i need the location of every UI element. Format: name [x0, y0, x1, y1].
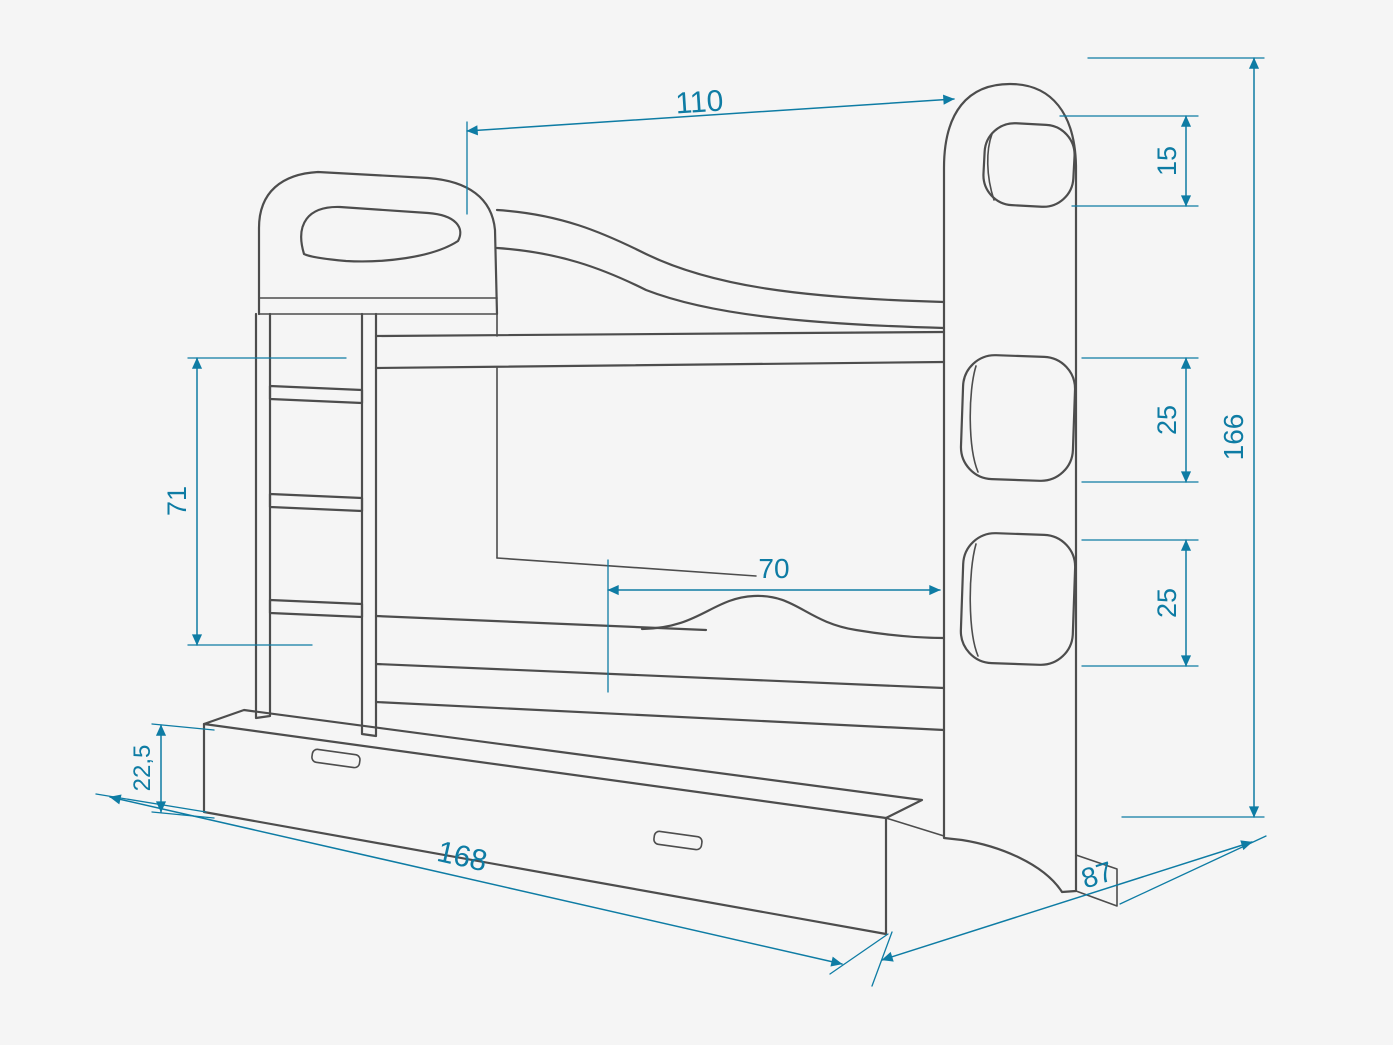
dimension-middle-cutout-height: 25 — [1081, 357, 1199, 483]
dimension-label: 25 — [1152, 588, 1182, 618]
dimension-label: 15 — [1152, 146, 1182, 176]
drawer-handle-right — [653, 830, 703, 851]
dimension-label: 168 — [434, 835, 490, 878]
extension-line — [1081, 539, 1199, 667]
dimension-line — [109, 794, 843, 967]
dimension-line — [466, 94, 955, 136]
drawer-front — [202, 722, 888, 936]
right-panel-bottom-cutout — [959, 532, 1077, 666]
dimension-bed-opening-width: 70 — [607, 553, 941, 693]
lower-bunk-footboard-curve — [640, 594, 946, 640]
dimension-line — [881, 840, 1253, 962]
dimension-top-cutout-height: 15 — [1059, 115, 1199, 207]
dimension-total-depth: 87 — [871, 835, 1267, 987]
dimension-total-height: 166 — [1087, 57, 1265, 818]
dimension-bottom-cutout-height: 25 — [1081, 539, 1199, 667]
ladder-left-rail — [254, 312, 272, 720]
right-panel-top-cutout — [982, 122, 1076, 208]
dimension-label: 110 — [674, 85, 724, 121]
ladder-right-rail — [360, 312, 378, 738]
drawer-top — [202, 708, 924, 820]
drawer-handle-left — [311, 748, 361, 769]
dimension-top-width: 110 — [466, 85, 955, 215]
ladder-rung-bottom — [268, 598, 364, 619]
right-panel-middle-cutout-inner-edge — [969, 365, 979, 473]
dimension-label: 70 — [758, 553, 789, 584]
dimension-label: 25 — [1152, 405, 1182, 435]
headboard-band — [258, 297, 498, 315]
dimension-ladder-height: 71 — [162, 357, 347, 646]
ladder-rung-top — [268, 384, 364, 405]
right-panel-top-cutout-inner-edge — [986, 133, 995, 201]
dimension-label: 22,5 — [129, 745, 156, 792]
ladder-rung-middle — [268, 492, 364, 513]
extension-line — [1059, 115, 1199, 207]
dimension-annotations: 110 15 166 25 25 71 — [95, 57, 1267, 987]
extension-line — [1081, 357, 1199, 483]
right-panel-bottom-cutout-inner-edge — [969, 543, 979, 657]
extension-line — [1087, 57, 1265, 818]
dimension-label: 87 — [1078, 855, 1117, 894]
dimension-total-length: 168 — [95, 793, 889, 975]
headboard — [257, 170, 499, 316]
upper-bunk-guardrail-top — [495, 208, 946, 304]
upper-bunk-guardrail-bottom — [495, 246, 946, 330]
base-connector — [885, 817, 945, 837]
dimension-label: 71 — [162, 486, 192, 516]
dimension-label: 166 — [1218, 414, 1249, 461]
upper-bunk-band — [374, 330, 946, 370]
lower-bunk-back-rail — [496, 557, 757, 577]
lower-bunk-frame — [374, 662, 946, 732]
extension-line — [187, 357, 347, 646]
bunk-bed-outline — [202, 82, 1118, 936]
extension-line — [871, 835, 1267, 987]
headboard-cutout — [300, 205, 462, 263]
right-panel-middle-cutout — [959, 354, 1077, 482]
